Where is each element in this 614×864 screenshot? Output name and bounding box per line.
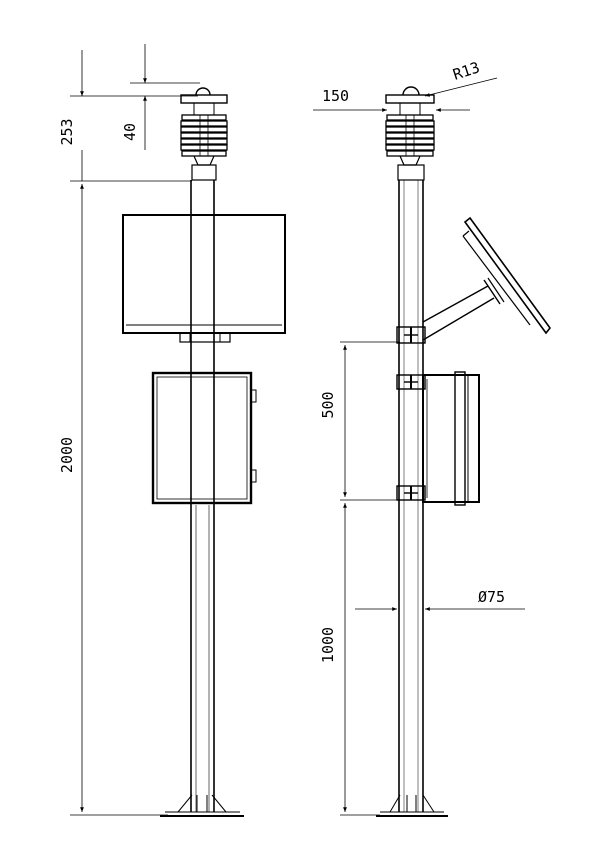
dim-label-1000: 1000 — [319, 627, 337, 663]
side-pole-clamps — [396, 326, 426, 501]
side-weather-sensor — [385, 86, 435, 181]
side-dimensions: 150 R13 500 Ø75 1000 — [313, 58, 525, 816]
front-display-panel — [122, 214, 286, 343]
dim-label-150: 150 — [322, 87, 349, 105]
front-base-plate — [160, 794, 244, 817]
front-dimensions: 2000 253 40 — [58, 44, 200, 816]
front-pole — [190, 180, 215, 812]
side-control-cabinet — [422, 371, 480, 506]
dim-label-phi75: Ø75 — [478, 588, 505, 606]
front-control-cabinet — [151, 371, 257, 505]
dim-label-500: 500 — [319, 391, 337, 418]
side-solar-panel — [422, 216, 552, 341]
dim-label-253: 253 — [58, 118, 76, 145]
front-view: 2000 253 40 — [58, 44, 286, 817]
dim-label-r13: R13 — [451, 58, 482, 83]
dim-label-2000: 2000 — [58, 437, 76, 473]
side-view: 150 R13 500 Ø75 1000 — [313, 58, 552, 817]
side-base-plate — [376, 794, 448, 817]
dim-label-40: 40 — [121, 123, 139, 141]
front-weather-sensor — [180, 87, 228, 181]
